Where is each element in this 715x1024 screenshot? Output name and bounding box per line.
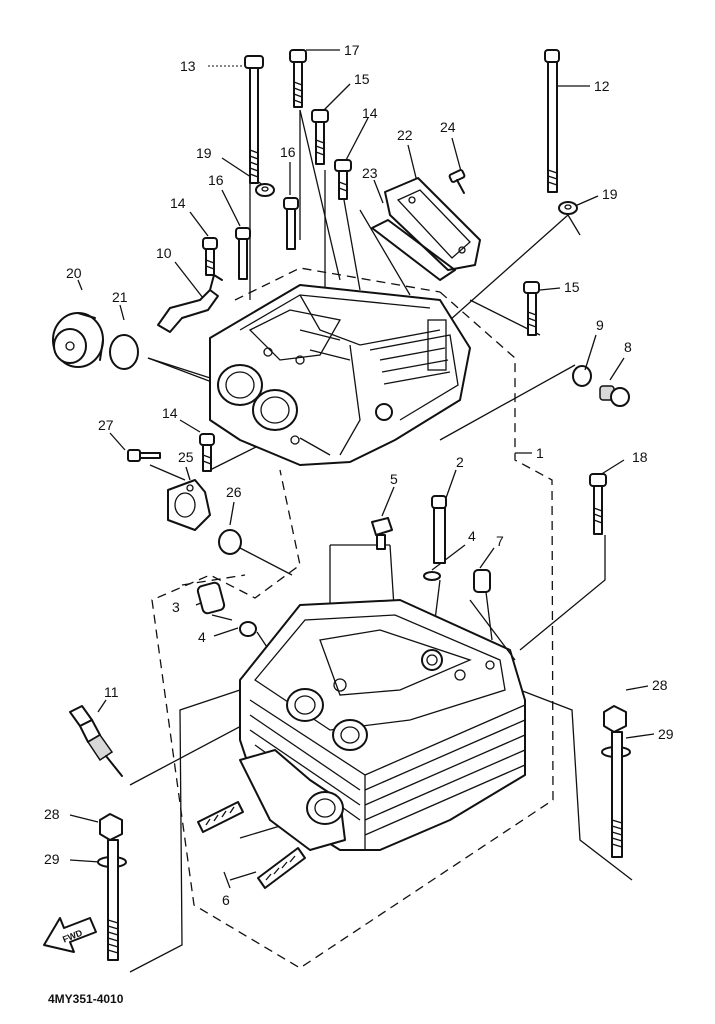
label-19-left: 19 [196,145,212,161]
label-4-upper: 4 [468,528,476,544]
part-16-bolt-right [283,197,299,250]
part-12-long-bolt [544,49,560,193]
part-16-bolt-left [235,227,251,280]
label-20: 20 [66,265,82,281]
label-11: 11 [104,684,119,700]
part-24-screw [448,169,466,194]
label-5: 5 [390,471,398,487]
part-4-clip-upper [423,571,441,581]
part-6-stud-lower [257,847,306,889]
label-26: 26 [226,484,242,500]
label-22: 22 [397,127,413,143]
label-27: 27 [98,417,114,433]
label-16-left: 16 [208,172,224,188]
part-18-bolt [589,473,607,535]
label-24: 24 [440,119,456,135]
part-14-bolt-upper [334,159,352,200]
dashed-assembly-outlines [151,267,554,969]
label-3: 3 [172,599,180,615]
part-17-bolt [289,49,307,108]
label-7: 7 [496,533,504,549]
part-14-bolt-lower [199,433,215,472]
part-11-spark-plug [69,705,123,777]
part-number-labels: 13 17 15 14 12 24 22 19 16 23 19 14 16 1… [44,42,674,908]
label-10: 10 [156,245,172,261]
part-19-washer-right [558,201,578,215]
part-3-guide [196,581,226,615]
label-14-upper: 14 [362,105,378,121]
label-25: 25 [178,449,194,465]
part-22-cover-plate [384,177,481,271]
part-7-dowel [473,569,491,593]
part-21-o-ring [109,334,139,370]
cylinder-head-cover [209,284,471,466]
part-2-valve-guide [431,495,447,564]
label-12: 12 [594,78,610,94]
label-29-right: 29 [658,726,674,742]
label-6: 6 [222,892,230,908]
label-18: 18 [632,449,648,465]
part-5-bolt [371,517,393,550]
label-17: 17 [344,42,360,58]
part-9-o-ring [572,365,592,387]
part-20-cap [52,312,104,368]
label-4-lower: 4 [198,629,206,645]
label-23: 23 [362,165,378,181]
part-27-screw [127,449,161,462]
part-26-o-ring [218,529,242,555]
part-23-gasket [371,219,456,281]
part-25-housing [167,479,211,531]
label-19-right: 19 [602,186,618,202]
cylinder-head-body [239,599,526,851]
label-21: 21 [112,289,128,305]
part-15-bolt-upper [311,109,329,165]
part-8-plug [599,385,630,407]
label-2: 2 [456,454,464,470]
label-8: 8 [624,339,632,355]
part-15-bolt-right [523,281,540,336]
part-4-clip-lower [239,621,257,637]
drawing-code: 4MY351-4010 [48,992,124,1006]
label-14-lower: 14 [162,405,178,421]
label-14-left: 14 [170,195,186,211]
label-1: 1 [536,445,544,461]
part-28-29-bolt-left [97,813,127,961]
part-10-bracket [157,274,223,333]
label-16-upper: 16 [280,144,296,160]
label-9: 9 [596,317,604,333]
part-28-29-bolt-right [601,705,631,858]
label-28-left: 28 [44,806,60,822]
label-15-upper: 15 [354,71,370,87]
label-15-right: 15 [564,279,580,295]
part-19-washer-left [255,183,275,197]
label-29-left: 29 [44,851,60,867]
fwd-arrow-icon: FWD [43,917,97,953]
label-28-right: 28 [652,677,668,693]
part-14-bolt-left [202,237,218,276]
label-13: 13 [180,58,196,74]
part-13-bolt [244,55,264,184]
part-6-stud-upper [197,801,244,833]
